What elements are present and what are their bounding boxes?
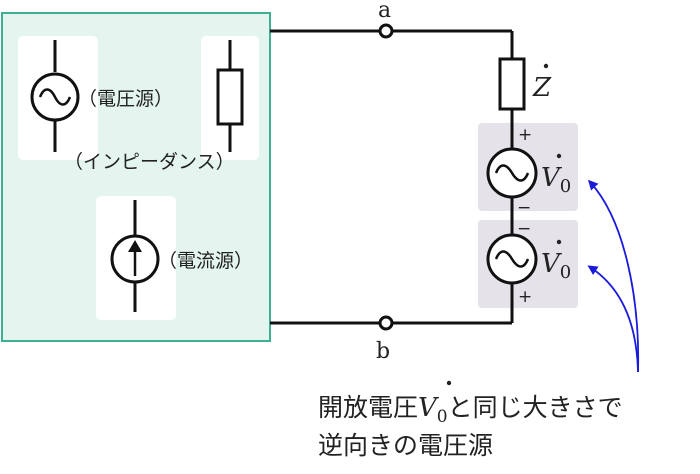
top-source-plus: + bbox=[518, 125, 532, 145]
svg-text:逆向きの電圧源: 逆向きの電圧源 bbox=[318, 431, 493, 460]
impedance-z bbox=[498, 57, 526, 111]
terminal-b-label: b bbox=[376, 339, 390, 364]
svg-text:V0: V0 bbox=[541, 249, 571, 283]
impedance-label: （インピーダンス） bbox=[64, 151, 235, 173]
current-source-label: （電流源） bbox=[158, 250, 253, 272]
annotation-text: 開放電圧V0と同じ大きさで 逆向きの電圧源 bbox=[318, 380, 623, 460]
impedance-z-label: Z bbox=[532, 63, 552, 103]
voltage-source-element bbox=[18, 36, 98, 160]
top-voltage-source bbox=[486, 147, 538, 199]
terminal-a bbox=[378, 23, 394, 39]
bottom-source-label: V0 bbox=[541, 239, 571, 283]
annotation-arrow-bottom bbox=[587, 265, 639, 373]
svg-text:Z: Z bbox=[532, 73, 552, 103]
bottom-source-plus: + bbox=[518, 287, 532, 307]
terminal-b bbox=[378, 315, 394, 331]
top-source-label: V0 bbox=[541, 153, 571, 197]
terminal-a-label: a bbox=[378, 0, 391, 23]
svg-text:開放電圧V0と同じ大きさで: 開放電圧V0と同じ大きさで bbox=[318, 393, 623, 427]
wires bbox=[270, 29, 514, 325]
current-source-element bbox=[96, 196, 176, 320]
top-source-minus: − bbox=[517, 198, 531, 218]
bottom-voltage-source bbox=[486, 233, 538, 285]
svg-text:V0: V0 bbox=[541, 163, 571, 197]
impedance-element bbox=[201, 36, 259, 160]
bottom-source-minus: − bbox=[517, 219, 531, 239]
annotation-arrow-top bbox=[587, 179, 640, 373]
voltage-source-label: （電圧源） bbox=[78, 88, 173, 110]
